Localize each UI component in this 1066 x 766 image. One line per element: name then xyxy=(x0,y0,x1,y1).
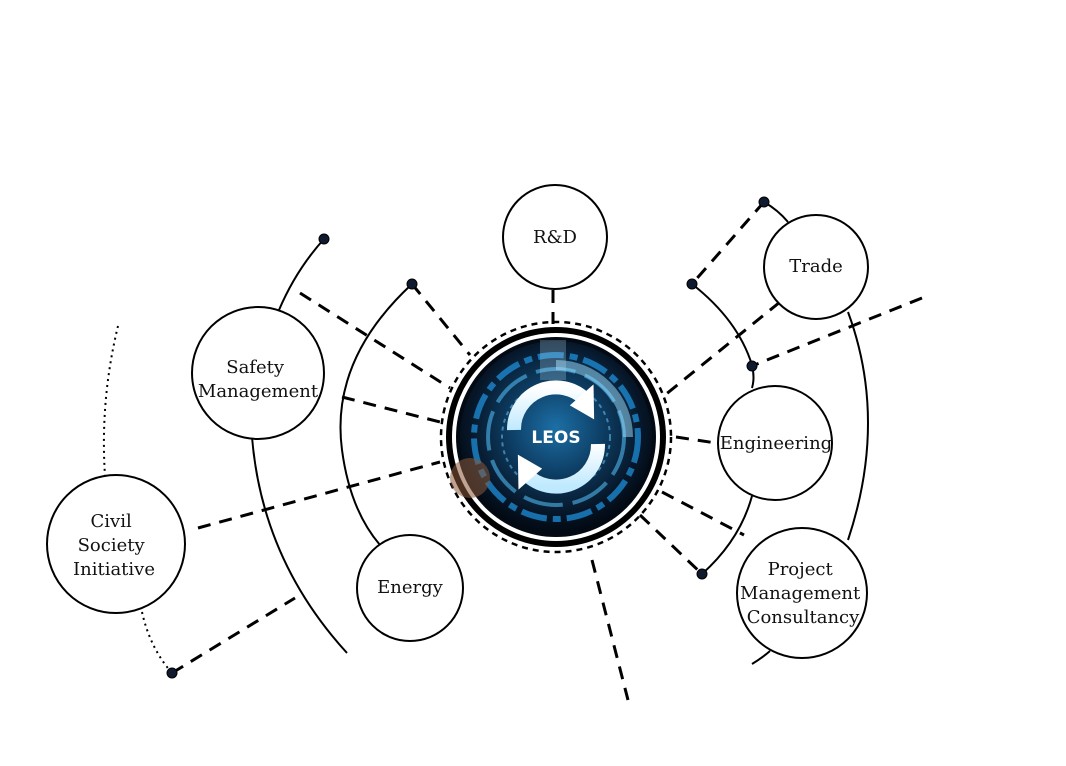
node-label-line: Project xyxy=(768,559,834,580)
arc-engineering-lower xyxy=(701,495,753,575)
arc-safety-inner xyxy=(251,436,348,654)
arc-engineering-upper xyxy=(691,283,755,389)
joint-dot xyxy=(166,667,178,679)
spoke-civil-lower xyxy=(171,596,296,675)
spoke-safety-a xyxy=(299,291,451,390)
hub-glow-arc xyxy=(555,360,633,438)
node-rd-label: R&D xyxy=(533,227,577,248)
joint-dot xyxy=(318,233,330,245)
node-civil-circle xyxy=(46,474,186,614)
node-energy-label: Energy xyxy=(377,577,444,598)
node-engineering-label: Engineering xyxy=(720,433,832,454)
hub-dashed-ring xyxy=(439,320,673,554)
joint-dots xyxy=(166,196,770,679)
node-pmc-circle xyxy=(736,527,868,659)
arc-safety-outer xyxy=(278,238,325,311)
node-safety-circle xyxy=(191,306,325,440)
node-trade-label: Trade xyxy=(789,256,843,277)
node-label-line: Consultancy xyxy=(747,607,860,628)
arc-pmc-tail xyxy=(751,650,771,665)
spoke-pmc-b xyxy=(638,513,704,576)
node-engineering-circle xyxy=(717,385,833,501)
node-label-line: Initiative xyxy=(73,559,155,580)
node-project-management-consultancy[interactable]: Project Management Consultancy xyxy=(736,527,868,659)
node-label-line: Management xyxy=(740,583,861,604)
spoke-trade-top xyxy=(690,201,766,285)
node-civil-label: Civil Society Initiative xyxy=(73,511,155,580)
node-rd-circle xyxy=(502,184,608,290)
node-safety-management[interactable]: Safety Management xyxy=(191,306,325,440)
node-label-line: Engineering xyxy=(720,433,832,454)
node-rd[interactable]: R&D xyxy=(502,184,608,290)
node-label-line: R&D xyxy=(533,227,577,248)
node-safety-label: Safety Management xyxy=(198,357,319,402)
node-label-line: Energy xyxy=(377,577,444,598)
node-trade-circle xyxy=(763,214,869,320)
leos-hub[interactable]: LEOS xyxy=(439,320,673,554)
spoke-far-right xyxy=(751,296,923,368)
arc-energy xyxy=(339,283,413,546)
node-label-line: Safety xyxy=(226,357,285,378)
node-label-line: Civil xyxy=(91,511,132,532)
node-label-line: Society xyxy=(78,535,146,556)
hub-tech-ring-outer xyxy=(471,352,641,522)
spoke-energy-top xyxy=(410,283,472,356)
joint-dot xyxy=(686,278,698,290)
node-trade[interactable]: Trade xyxy=(763,214,869,320)
spoke-bottom xyxy=(590,559,630,701)
node-label-line: Management xyxy=(198,381,319,402)
hub-light-beam xyxy=(540,340,566,380)
arc-civil-upper xyxy=(102,325,119,477)
joint-dot xyxy=(758,196,770,208)
node-energy-circle xyxy=(356,534,464,642)
hub-planet xyxy=(450,458,490,498)
node-energy[interactable]: Energy xyxy=(356,534,464,642)
arc-trade-outer xyxy=(847,311,869,541)
arc-civil-lower xyxy=(141,611,173,674)
hub-label: LEOS xyxy=(531,428,580,448)
node-pmc-label: Project Management Consultancy xyxy=(740,559,866,628)
spoke-pmc-a xyxy=(661,490,745,537)
node-engineering[interactable]: Engineering xyxy=(717,385,833,501)
spoke-engineering xyxy=(675,435,717,445)
node-label-line: Trade xyxy=(789,256,843,277)
refresh-cycle-icon xyxy=(506,380,606,494)
joint-dot xyxy=(406,278,418,290)
hub-tech-ring-inner xyxy=(501,382,611,492)
dashed-spokes xyxy=(171,201,923,701)
spoke-trade xyxy=(664,300,781,397)
joint-dot xyxy=(696,568,708,580)
spoke-safety-b xyxy=(341,395,441,424)
node-civil-society-initiative[interactable]: Civil Society Initiative xyxy=(46,474,186,614)
joint-dot xyxy=(746,360,758,372)
spoke-civil xyxy=(197,460,441,530)
